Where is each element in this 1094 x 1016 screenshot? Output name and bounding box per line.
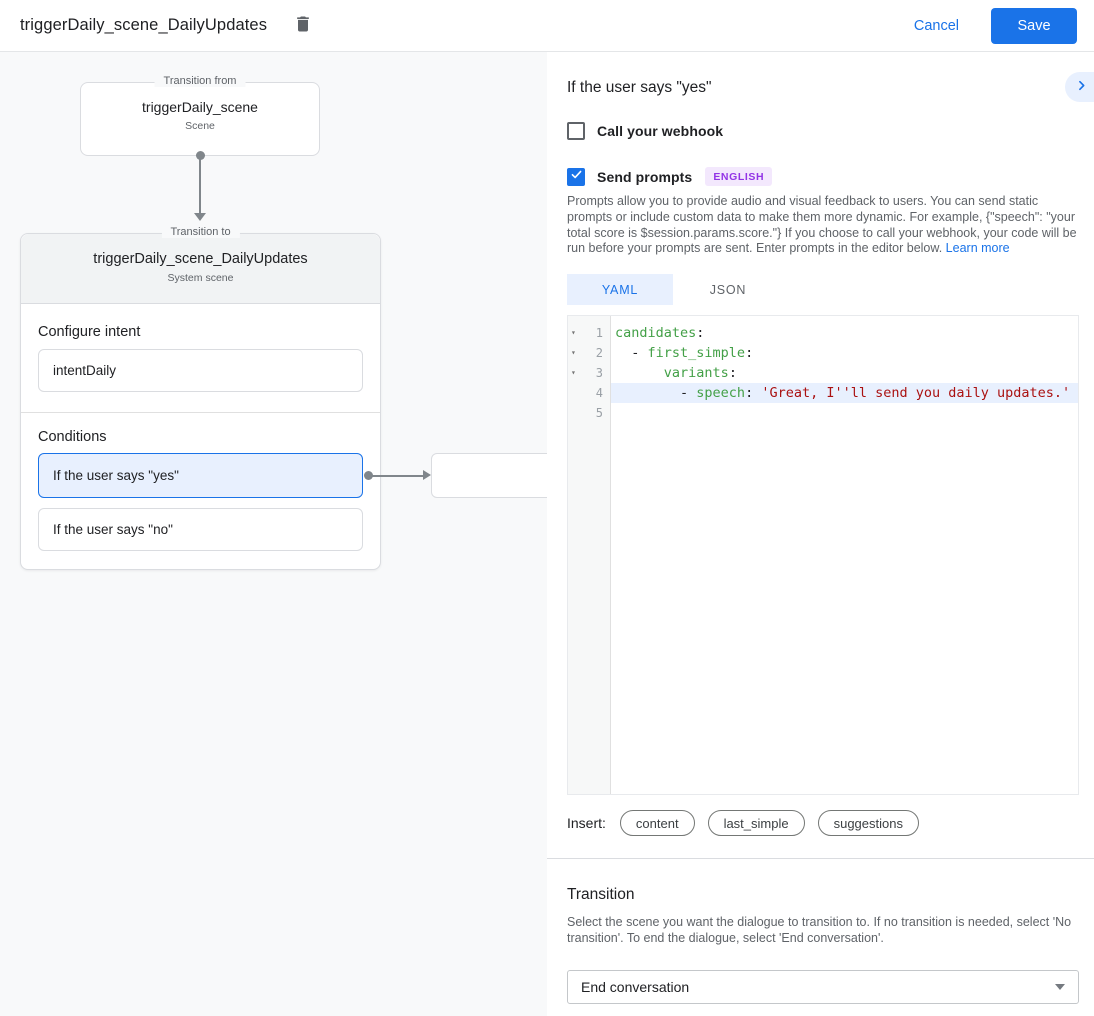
insert-row: Insert: content last_simple suggestions (567, 810, 932, 836)
from-scene-name: triggerDaily_scene (142, 99, 258, 115)
yaml-punct (615, 365, 664, 381)
call-webhook-label: Call your webhook (597, 123, 724, 139)
yaml-punct: : (745, 385, 762, 401)
to-card-header[interactable]: triggerDaily_scene_DailyUpdates System s… (21, 234, 380, 304)
transition-from-node[interactable]: Transition from triggerDaily_scene Scene (80, 75, 320, 156)
insert-chip-last-simple[interactable]: last_simple (707, 810, 805, 836)
transition-to-card: Transition to triggerDaily_scene_DailyUp… (20, 226, 381, 570)
trash-icon (293, 14, 313, 37)
tab-json[interactable]: JSON (673, 274, 783, 305)
yaml-string: 'Great, I''ll send you daily updates.' (761, 385, 1071, 401)
line-number: 3 (595, 366, 603, 380)
transition-to-legend: Transition to (161, 226, 240, 238)
code-line-2: - first_simple: (611, 343, 1078, 363)
delete-button[interactable] (289, 12, 317, 40)
gutter-line-5: 5 (568, 403, 610, 423)
condition-connector-dot (364, 471, 373, 480)
fold-toggle-icon[interactable]: ▾ (571, 348, 576, 357)
fold-toggle-icon[interactable]: ▾ (571, 368, 576, 377)
insert-label: Insert: (567, 815, 606, 831)
insert-chip-suggestions[interactable]: suggestions (817, 810, 919, 836)
code-line-5 (611, 403, 1078, 423)
send-prompts-checkbox[interactable] (567, 167, 585, 186)
send-prompts-row: Send prompts ENGLISH (567, 167, 773, 186)
prompts-description: Prompts allow you to provide audio and v… (567, 194, 1084, 257)
code-line-3: variants: (611, 363, 1078, 383)
condition-item-yes[interactable]: If the user says "yes" (38, 453, 363, 498)
checkmark-icon (570, 168, 583, 186)
transition-select-value: End conversation (581, 979, 690, 995)
yaml-key: first_simple (647, 345, 746, 361)
panel-title: If the user says "yes" (567, 79, 712, 96)
yaml-punct: : (696, 325, 705, 341)
tab-yaml[interactable]: YAML (567, 274, 673, 305)
section-divider (547, 858, 1094, 859)
next-scene-node[interactable] (431, 453, 547, 498)
yaml-code-editor[interactable]: ▾1 ▾2 ▾3 4 5 candidates: - first_simple:… (567, 315, 1079, 795)
yaml-key: speech (696, 385, 746, 401)
save-button[interactable]: Save (991, 7, 1077, 44)
yaml-punct: - (615, 345, 648, 361)
webhook-row: Call your webhook (567, 122, 723, 140)
dropdown-caret-icon (1055, 984, 1065, 990)
line-number: 1 (595, 326, 603, 340)
transition-from-legend: Transition from (154, 75, 246, 87)
yaml-punct: : (745, 345, 754, 361)
yaml-key: variants (663, 365, 729, 381)
editor-tabs: YAML JSON (567, 274, 783, 305)
gutter-line-1: ▾1 (568, 323, 610, 343)
learn-more-link[interactable]: Learn more (945, 241, 1010, 256)
to-card-body: Configure intent intentDaily Conditions … (21, 324, 380, 551)
collapse-panel-button[interactable] (1065, 72, 1094, 102)
call-webhook-checkbox[interactable] (567, 122, 585, 140)
card-divider (21, 412, 380, 413)
yaml-punct: : (728, 365, 737, 381)
condition-details-panel: If the user says "yes" Call your webhook… (547, 52, 1094, 1016)
code-line-4-active: - speech: 'Great, I''ll send you daily u… (611, 383, 1078, 403)
transition-description: Select the scene you want the dialogue t… (567, 915, 1072, 945)
header-actions: Cancel Save (913, 7, 1094, 44)
arrowhead-right-icon (423, 470, 431, 480)
condition-item-no[interactable]: If the user says "no" (38, 508, 363, 551)
line-number: 2 (595, 346, 603, 360)
editor-code-area[interactable]: candidates: - first_simple: variants: - … (611, 316, 1078, 794)
send-prompts-label: Send prompts (597, 168, 693, 185)
conditions-label: Conditions (38, 429, 107, 445)
chevron-right-icon (1075, 79, 1088, 95)
insert-chip-content[interactable]: content (619, 810, 695, 836)
cancel-button[interactable]: Cancel (913, 17, 959, 34)
transition-select[interactable]: End conversation (567, 970, 1079, 1004)
gutter-line-2: ▾2 (568, 343, 610, 363)
prompts-description-text: Prompts allow you to provide audio and v… (567, 194, 1077, 256)
code-line-1: candidates: (611, 323, 1078, 343)
transition-section-title: Transition (567, 886, 635, 903)
intent-input[interactable]: intentDaily (38, 349, 363, 392)
page-title: triggerDaily_scene_DailyUpdates (20, 16, 268, 34)
gutter-line-3: ▾3 (568, 363, 610, 383)
line-number: 4 (595, 386, 603, 400)
to-scene-type: System scene (167, 272, 234, 284)
gutter-line-4: 4 (568, 383, 610, 403)
connector-dot (196, 151, 205, 160)
editor-gutter: ▾1 ▾2 ▾3 4 5 (568, 316, 611, 794)
arrowhead-down-icon (194, 213, 206, 221)
connector-line-vertical (199, 159, 201, 213)
scene-diagram-canvas: Transition from triggerDaily_scene Scene… (0, 52, 547, 1016)
language-badge: ENGLISH (705, 167, 773, 186)
from-scene-type: Scene (185, 120, 215, 132)
yaml-key: candidates (615, 325, 697, 341)
connector-line-horizontal (372, 475, 423, 477)
to-scene-name: triggerDaily_scene_DailyUpdates (93, 251, 308, 267)
fold-toggle-icon[interactable]: ▾ (571, 328, 576, 337)
header-bar: triggerDaily_scene_DailyUpdates Cancel S… (0, 0, 1094, 52)
configure-intent-label: Configure intent (38, 324, 141, 340)
line-number: 5 (595, 406, 603, 420)
yaml-punct: - (615, 385, 697, 401)
